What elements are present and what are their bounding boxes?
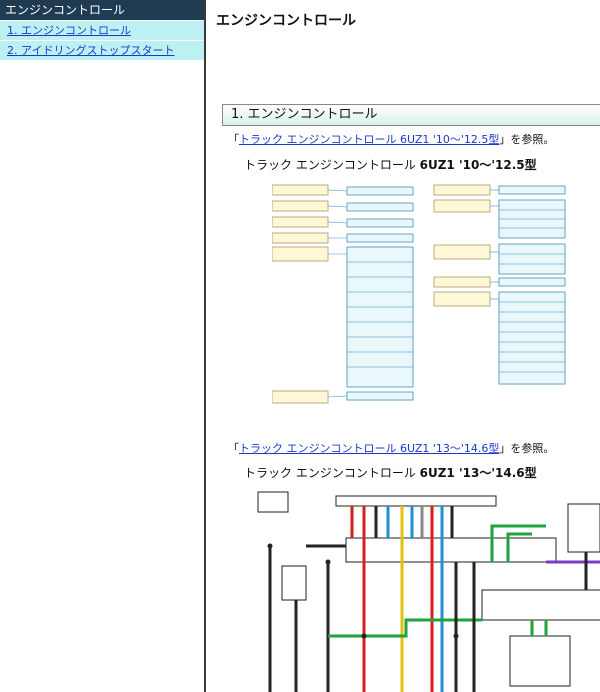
connector-box bbox=[272, 200, 329, 212]
ref-link-1[interactable]: トラック エンジンコントロール 6UZ1 '10〜'12.5型 bbox=[239, 133, 500, 146]
module-box bbox=[346, 186, 414, 196]
sidebar-title: エンジンコントロール bbox=[0, 0, 204, 20]
module-list-box bbox=[346, 246, 414, 388]
connector-box bbox=[433, 244, 491, 260]
diagram-title-1: トラック エンジンコントロール 6UZ1 '10〜'12.5型 bbox=[244, 156, 537, 173]
reference-line-1: 「トラック エンジンコントロール 6UZ1 '10〜'12.5型」を参照。 bbox=[228, 131, 554, 147]
ref-close-text: 」を参照。 bbox=[499, 133, 555, 146]
ref-close-text: 」を参照。 bbox=[499, 442, 555, 455]
pane-divider[interactable] bbox=[204, 0, 206, 692]
module-box bbox=[346, 233, 414, 243]
sensor-box bbox=[567, 503, 600, 553]
module-box bbox=[346, 391, 414, 401]
connector-box bbox=[272, 216, 329, 228]
module-box bbox=[346, 202, 414, 212]
connector-box bbox=[272, 232, 329, 244]
module-box bbox=[509, 635, 571, 687]
reference-line-2: 「トラック エンジンコントロール 6UZ1 '13〜'14.6型」を参照。 bbox=[228, 440, 554, 456]
module-box bbox=[498, 277, 566, 287]
module-list-box bbox=[498, 243, 566, 275]
main-content: エンジンコントロール 1. エンジンコントロール 「トラック エンジンコントロー… bbox=[206, 0, 600, 692]
diagram-title-model: 6UZ1 '13〜'14.6型 bbox=[419, 466, 537, 480]
left-module-column bbox=[346, 186, 414, 401]
connector-box bbox=[433, 184, 491, 196]
connector-box bbox=[272, 390, 329, 404]
control-unit-box bbox=[481, 589, 600, 621]
diagram-title-2: トラック エンジンコントロール 6UZ1 '13〜'14.6型 bbox=[244, 464, 537, 481]
sidebar: エンジンコントロール 1. エンジンコントロール 2. アイドリングストップスタ… bbox=[0, 0, 204, 692]
diagram-title-model: 6UZ1 '10〜'12.5型 bbox=[419, 158, 537, 172]
wiring-diagram-2[interactable] bbox=[246, 486, 600, 692]
page-title: エンジンコントロール bbox=[216, 13, 356, 29]
module-box bbox=[346, 218, 414, 228]
connector-box bbox=[433, 199, 491, 213]
diagram-title-prefix: トラック エンジンコントロール bbox=[244, 466, 420, 480]
sidebar-item-engine-control[interactable]: 1. エンジンコントロール bbox=[0, 21, 204, 40]
module-box bbox=[498, 185, 566, 195]
right-module-column bbox=[498, 185, 566, 385]
relay-box bbox=[257, 491, 289, 513]
sidebar-item-idling-stop-start[interactable]: 2. アイドリングストップスタート bbox=[0, 41, 204, 60]
connector-box bbox=[433, 291, 491, 307]
connector-box bbox=[272, 184, 329, 196]
ref-open-bracket: 「 bbox=[228, 133, 239, 146]
connector-box bbox=[433, 276, 491, 288]
ref-open-bracket: 「 bbox=[228, 442, 239, 455]
right-connector-column bbox=[433, 184, 491, 307]
left-connector-column bbox=[272, 184, 329, 404]
wiring-diagram-1[interactable] bbox=[272, 182, 572, 412]
module-list-box bbox=[498, 291, 566, 385]
section-heading: 1. エンジンコントロール bbox=[222, 104, 600, 126]
ecu-connector-top bbox=[335, 495, 497, 507]
ref-link-2[interactable]: トラック エンジンコントロール 6UZ1 '13〜'14.6型 bbox=[239, 442, 500, 455]
diagram-title-prefix: トラック エンジンコントロール bbox=[244, 158, 420, 172]
ecu-connector-bottom bbox=[345, 537, 557, 563]
relay-box bbox=[281, 565, 307, 601]
connector-box bbox=[272, 246, 329, 262]
